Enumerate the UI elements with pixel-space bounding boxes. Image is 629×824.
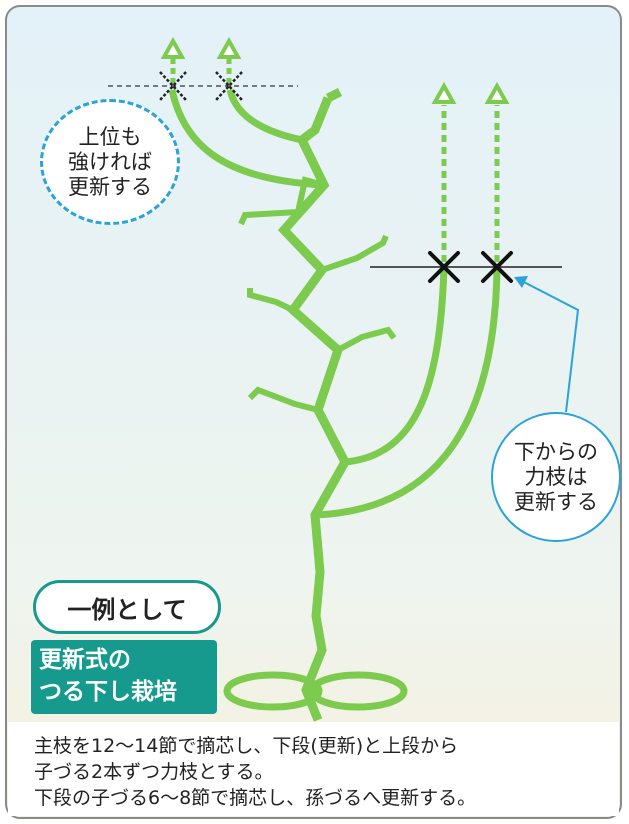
callout-arrow-icon [514,276,528,288]
callout-line: 上位も [78,124,142,149]
main-stem [277,96,351,722]
method-title-line: つる下し栽培 [39,679,177,705]
lower-branch-inner [344,267,448,466]
base-swirl [223,671,323,711]
callout-line: 更新する [68,174,152,199]
side-shoot [247,386,319,413]
pinch-x-icon [428,251,513,283]
callout-lower-renewal: 下からの 力枝は 更新する [491,412,621,542]
side-shoot [321,234,389,273]
base-swirl [308,671,408,711]
method-title-line: 更新式の [39,647,131,673]
arrow-head-icon [431,81,457,104]
arrow-head-icon [160,36,186,59]
caption-line: 子づる2本ずつ力枝とする。 [34,761,274,783]
main-stem-tip [325,87,343,103]
arrow-head-icon [216,36,242,59]
callout-line: 力枝は [524,464,588,489]
caption-area [8,722,619,816]
side-shoot [336,326,397,353]
caption: 主枝を12〜14節で摘芯し、下段(更新)と上段から 子づる2本ずつ力枝とする。 … [34,733,614,811]
example-label: 一例として [33,580,221,634]
upper-branch-right [226,89,303,144]
side-shoot [247,288,295,313]
callout-line: 下からの [514,439,598,464]
caption-line: 主枝を12〜14節で摘芯し、下段(更新)と上段から [34,735,459,757]
callout-line: 更新する [514,489,598,514]
callout-leader [519,279,580,413]
lower-branch-outer [314,267,501,519]
upper-branch-left [168,89,325,189]
callout-line: 強ければ [68,149,152,174]
pinch-x-icon-dashed [159,71,243,101]
method-title: 更新式の つる下し栽培 [31,640,217,714]
arrow-head-icon [484,81,510,104]
callout-upper-renewal: 上位も 強ければ 更新する [40,99,180,225]
caption-line: 下段の子づる6〜8節で摘芯し、孫づるへ更新する。 [34,787,477,809]
